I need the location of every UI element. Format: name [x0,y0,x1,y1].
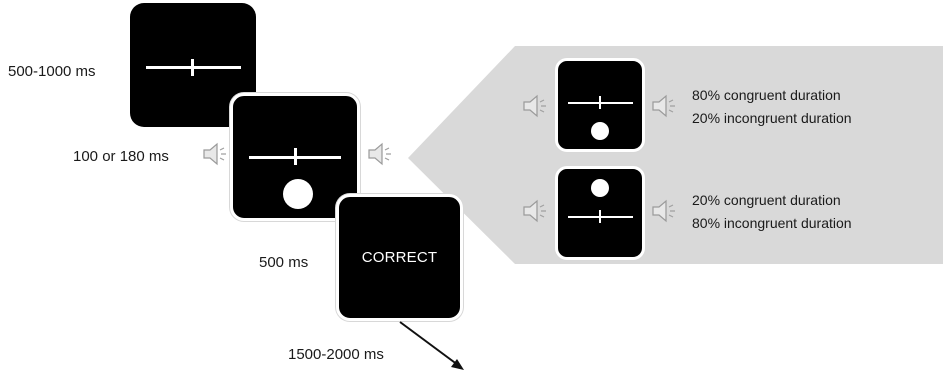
condition-2-screen [555,166,645,260]
feedback-screen: CORRECT [336,194,463,321]
fixation-tick [191,59,194,76]
speaker-icon [523,199,546,223]
fixation-duration-label: 500-1000 ms [8,63,96,80]
condition-2-dot-above [591,179,609,197]
condition-1-fixation-tick [599,96,601,109]
stimulus-duration-label: 100 or 180 ms [73,148,169,165]
stimulus-dot [283,179,313,209]
feedback-text: CORRECT [361,249,438,266]
stimulus-screen [230,93,360,221]
condition-1-line-2: 20% incongruent duration [692,110,852,126]
condition-2-fixation-tick [599,210,601,223]
speaker-icon [652,199,675,223]
iti-duration-label: 1500-2000 ms [288,346,384,363]
condition-2-line-2: 80% incongruent duration [692,215,852,231]
speaker-icon [368,142,391,166]
condition-1-dot-below [591,122,609,140]
condition-2-line-1: 20% congruent duration [692,192,841,208]
speaker-icon [652,94,675,118]
condition-1-line-1: 80% congruent duration [692,87,841,103]
speaker-icon [523,94,546,118]
condition-1-screen [555,58,645,152]
speaker-icon [203,142,226,166]
feedback-duration-label: 500 ms [259,254,309,271]
stimulus-fixation-tick [294,148,297,165]
